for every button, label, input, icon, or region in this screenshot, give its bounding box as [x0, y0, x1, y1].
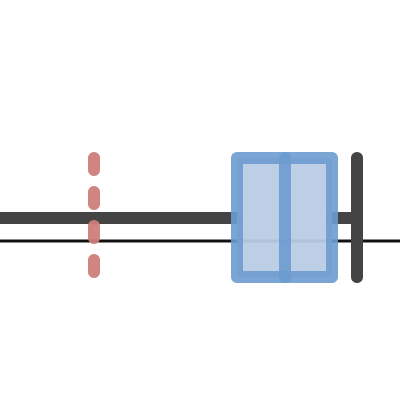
- box-layer: [231, 152, 338, 283]
